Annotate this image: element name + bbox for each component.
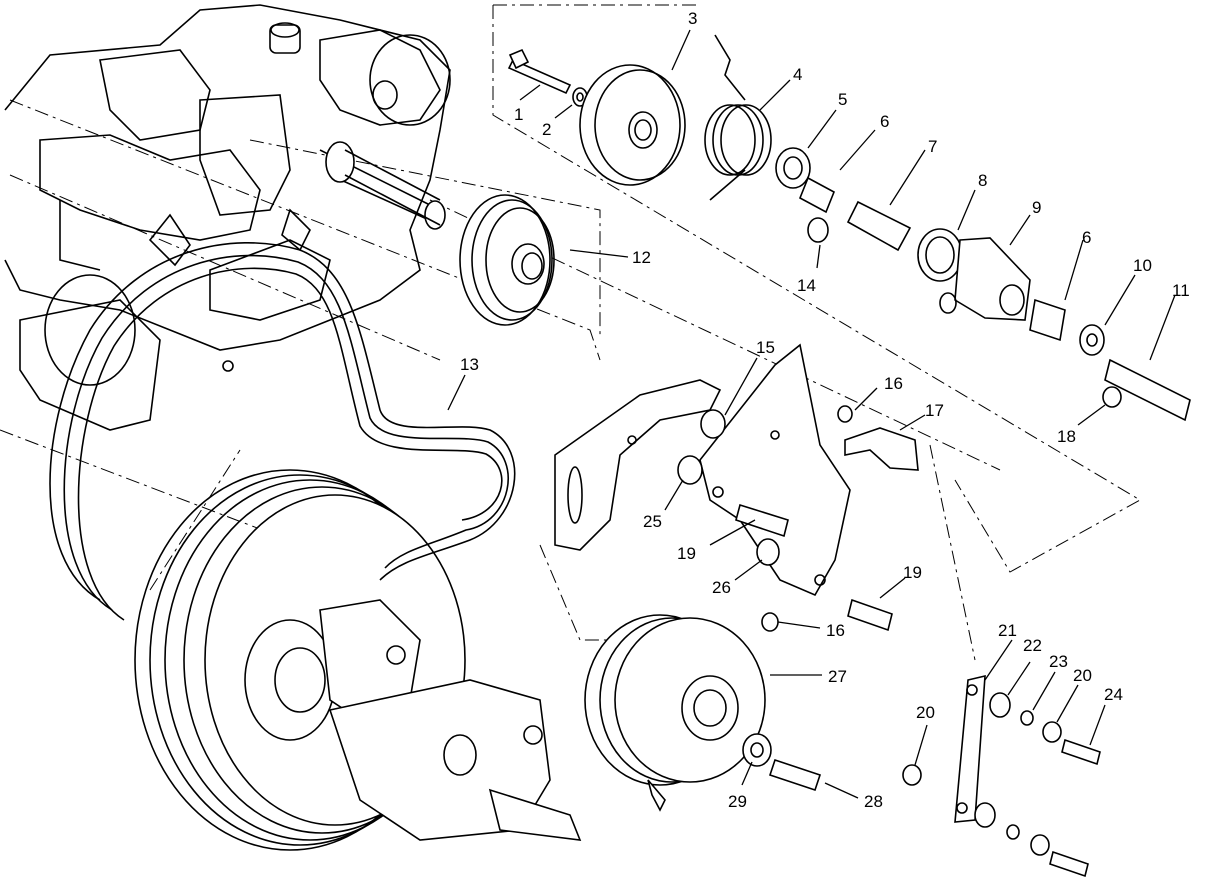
callout-leaders <box>447 29 1176 799</box>
dashed-reference-lines <box>0 4 1142 661</box>
callout-5: 5 <box>838 90 847 109</box>
callout-23: 23 <box>1049 652 1068 671</box>
callout-29: 29 <box>728 792 747 811</box>
callout-18: 18 <box>1057 427 1076 446</box>
callout-15: 15 <box>756 338 775 357</box>
callout-2: 2 <box>542 120 551 139</box>
callout-3: 3 <box>688 9 697 28</box>
large-drive-pulley <box>134 469 582 851</box>
engine-block <box>4 4 451 431</box>
callout-16-bottom: 16 <box>826 621 845 640</box>
callout-21: 21 <box>998 621 1017 640</box>
callout-16-top: 16 <box>884 374 903 393</box>
callout-12: 12 <box>632 248 651 267</box>
callout-27: 27 <box>828 667 847 686</box>
callout-6-right: 6 <box>1082 228 1091 247</box>
callout-25: 25 <box>643 512 662 531</box>
callout-14: 14 <box>797 276 816 295</box>
callout-numbers: 1 2 3 4 5 6 7 8 9 6 10 11 12 13 14 15 16… <box>460 9 1190 811</box>
callout-28: 28 <box>864 792 883 811</box>
callout-19-right: 19 <box>903 563 922 582</box>
pulley-12 <box>344 149 555 326</box>
callout-11: 11 <box>1172 281 1190 300</box>
callout-26: 26 <box>712 578 731 597</box>
drive-belt <box>49 241 516 621</box>
callout-7: 7 <box>928 137 937 156</box>
mounting-brackets <box>554 343 919 632</box>
callout-22: 22 <box>1023 636 1042 655</box>
link-and-fasteners <box>902 674 1101 878</box>
callout-8: 8 <box>978 171 987 190</box>
callout-20-left: 20 <box>916 703 935 722</box>
callout-9: 9 <box>1032 198 1041 217</box>
electric-clutch <box>584 614 822 812</box>
callout-4: 4 <box>793 65 802 84</box>
callout-24: 24 <box>1104 685 1123 704</box>
callout-20-right: 20 <box>1073 666 1092 685</box>
callout-6-top: 6 <box>880 112 889 131</box>
callout-13: 13 <box>460 355 479 374</box>
idler-assembly-parts <box>507 34 1191 422</box>
callout-1: 1 <box>514 105 523 124</box>
callout-19-left: 19 <box>677 544 696 563</box>
callout-17: 17 <box>925 401 944 420</box>
callout-10: 10 <box>1133 256 1152 275</box>
